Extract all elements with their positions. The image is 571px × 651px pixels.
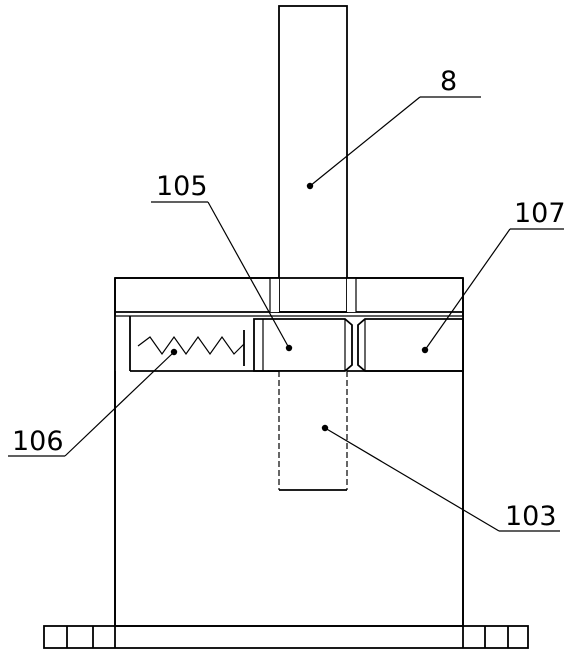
callout-spring: 106 [8,348,178,457]
callout-rod: 8 [306,66,481,190]
callout-wedge-block: 105 [151,171,293,352]
label-socket: 103 [505,501,557,532]
rod-8 [269,5,357,313]
label-rod: 8 [440,66,457,97]
wedge-block-105 [253,318,353,372]
callout-side-block: 107 [421,198,566,354]
label-side-block: 107 [514,198,566,229]
label-wedge-block: 105 [156,171,208,202]
horizontal-cavity [114,278,464,626]
socket-103 [278,371,348,491]
spring-106 [137,330,245,366]
callout-socket: 103 [321,424,560,532]
base-plate [43,625,529,649]
side-block-107 [357,318,464,372]
label-spring: 106 [12,426,64,457]
